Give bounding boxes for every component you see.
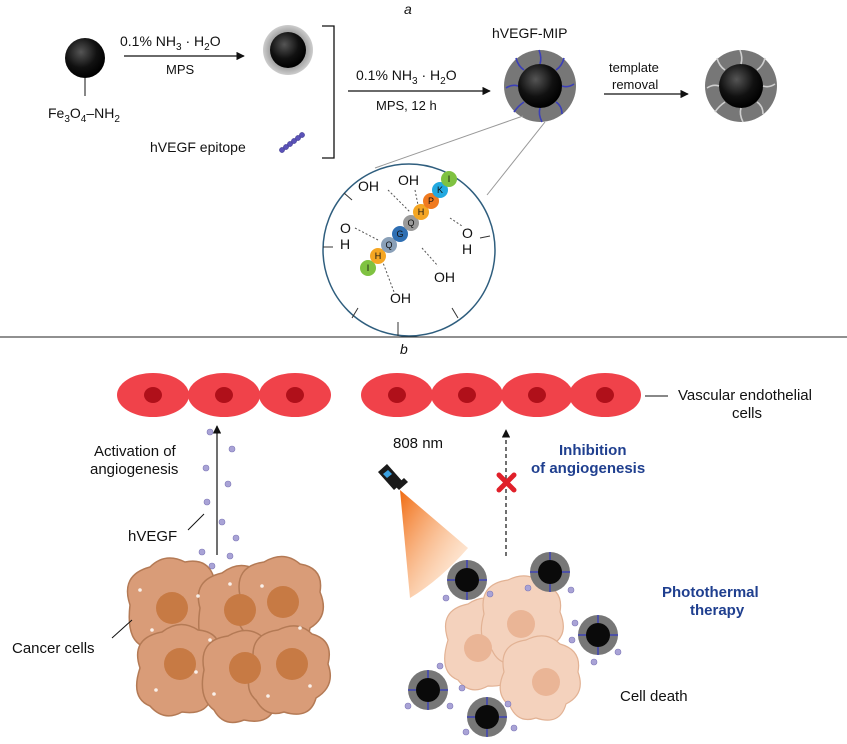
hvegf-leader	[187, 513, 205, 531]
o-label-right: O	[462, 225, 473, 241]
activation-label-2: angiogenesis	[90, 461, 178, 478]
step2-mps: MPS, 12 h	[376, 98, 437, 113]
peptide-chain: I H Q G Q H P K I	[360, 171, 457, 276]
epitope-chain	[279, 132, 305, 153]
bound-hvegf	[404, 584, 622, 736]
svg-text:Q: Q	[385, 240, 392, 250]
bead: G	[392, 226, 408, 242]
mip-nanoparticles	[408, 552, 618, 737]
endothelial-label-2: cells	[732, 405, 762, 422]
zoom-circle: OH OH O H O H OH OH I H Q G Q H P K I	[322, 163, 496, 337]
hvegf-molecules	[190, 428, 246, 574]
fe3o4-particle	[65, 38, 105, 96]
endothelial-cells-left	[117, 373, 331, 417]
cell-death-label: Cell death	[620, 688, 688, 705]
inhibition-label-1: Inhibition	[559, 442, 626, 459]
cancer-label: Cancer cells	[12, 640, 95, 657]
bead: H	[370, 248, 386, 264]
photothermal-label-1: Photothermal	[662, 584, 759, 601]
oh-label-2: OH	[398, 172, 419, 188]
o-label-left: O	[340, 220, 351, 236]
fe3o4-label: Fe3O4–NH2	[48, 105, 120, 125]
step3-line1: template	[609, 60, 659, 75]
oh-label-1: OH	[358, 178, 379, 194]
svg-text:I: I	[367, 263, 370, 273]
endothelial-label-1: Vascular endothelial	[678, 387, 812, 404]
oh-label-4: OH	[390, 290, 411, 306]
svg-text:K: K	[437, 185, 443, 195]
endothelial-cells-right	[361, 373, 641, 417]
step1-mps: MPS	[166, 62, 195, 77]
activation-label-1: Activation of	[94, 443, 177, 460]
svg-text:I: I	[448, 174, 451, 184]
panel-b-label: b	[400, 341, 408, 357]
bead: H	[413, 204, 429, 220]
dying-cancer-cells	[444, 575, 581, 721]
cancer-cells	[126, 555, 331, 724]
bead: I	[360, 260, 376, 276]
bead: P	[423, 193, 439, 209]
zoom-line-right	[486, 121, 546, 196]
laser-beam	[400, 490, 468, 598]
coated-particle	[263, 25, 313, 75]
bead: Q	[403, 215, 419, 231]
bead: I	[441, 171, 457, 187]
h-label-right: H	[462, 241, 472, 257]
laser-label: 808 nm	[393, 435, 443, 452]
svg-text:H: H	[375, 251, 382, 261]
reagent-bracket	[322, 25, 335, 159]
oh-label-3: OH	[434, 269, 455, 285]
imprinted-particle	[705, 49, 777, 123]
laser-pointer-icon	[378, 464, 408, 490]
mip-label: hVEGF-MIP	[492, 25, 567, 41]
epitope-label: hVEGF epitope	[150, 139, 246, 155]
bead: Q	[381, 237, 397, 253]
svg-text:H: H	[418, 207, 425, 217]
svg-text:G: G	[396, 229, 403, 239]
block-x-icon	[496, 472, 517, 493]
panel-a-label: a	[404, 1, 412, 17]
mip-particle	[504, 49, 576, 123]
cancer-leader	[111, 619, 133, 639]
h-label-left: H	[340, 236, 350, 252]
step3-line2: removal	[612, 77, 658, 92]
step1-conditions: 0.1% NH3 · H2O	[120, 33, 221, 53]
hvegf-label: hVEGF	[128, 528, 177, 545]
inhibition-label-2: of angiogenesis	[531, 460, 645, 477]
zoom-line-left	[374, 115, 524, 169]
svg-text:P: P	[428, 196, 434, 206]
photothermal-label-2: therapy	[690, 602, 745, 619]
bead: K	[432, 182, 448, 198]
svg-text:Q: Q	[407, 218, 414, 228]
step2-conditions: 0.1% NH3 · H2O	[356, 67, 457, 87]
